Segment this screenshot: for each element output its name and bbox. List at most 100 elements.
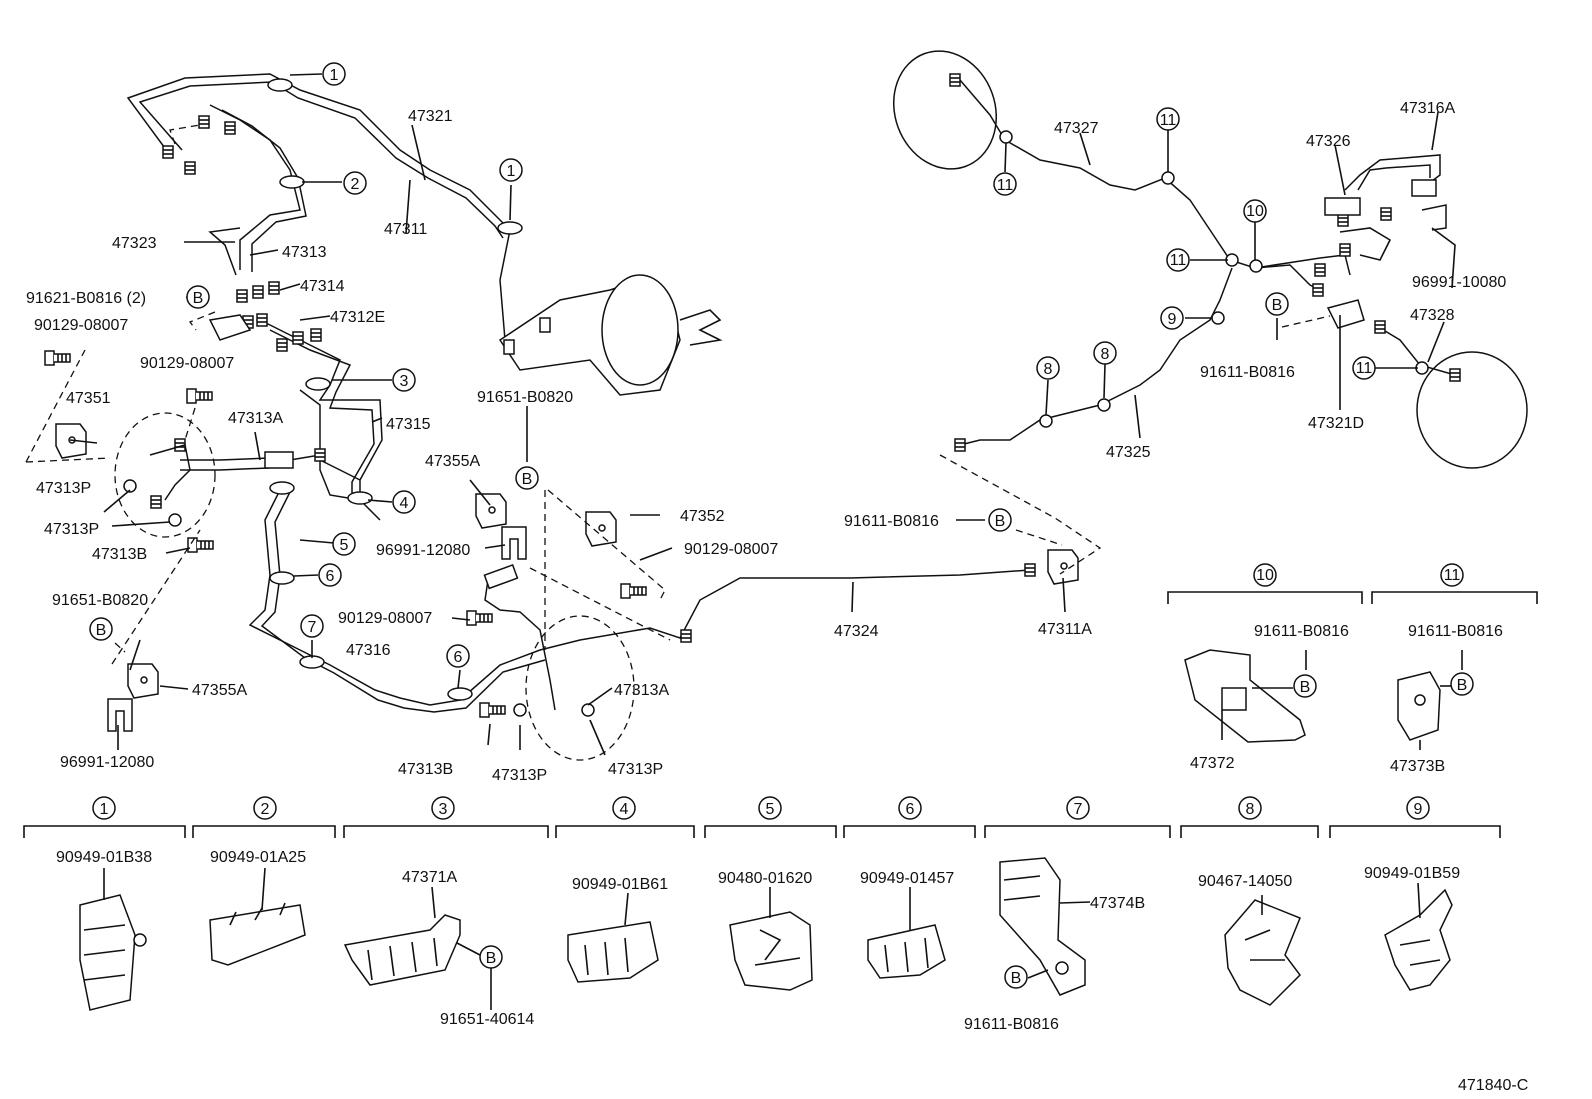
svg-text:B: B	[193, 290, 204, 307]
detail-callout-2: 2	[253, 796, 277, 820]
callout-6a: 6	[318, 563, 342, 587]
label-90949-01b61: 90949-01B61	[572, 876, 668, 893]
label-47312e: 47312E	[330, 309, 385, 326]
svg-text:4: 4	[400, 495, 409, 512]
svg-text:7: 7	[308, 619, 317, 636]
callout-3: 3	[392, 368, 416, 392]
svg-text:B: B	[1300, 679, 1311, 696]
detail-row	[23, 591, 1538, 1011]
label-90949-01a25: 90949-01A25	[210, 849, 306, 866]
label-90949-01b59: 90949-01B59	[1364, 865, 1460, 882]
label-91621-b0816: 91621-B0816 (2)	[26, 290, 146, 307]
callouts: 1 1 2 3 4 5 6 6 7 B B B B B B B B B 11 1…	[89, 62, 1474, 989]
callout-5: 5	[332, 532, 356, 556]
rear-tubes	[892, 50, 1528, 469]
front-leaders	[69, 73, 1066, 756]
callout-4: 4	[392, 490, 416, 514]
brake-booster	[498, 274, 723, 396]
svg-text:11: 11	[1444, 567, 1461, 584]
svg-text:11: 11	[1356, 360, 1373, 377]
callout-b-4: B	[988, 508, 1012, 532]
svg-text:6: 6	[326, 568, 335, 585]
label-47351: 47351	[66, 390, 111, 407]
svg-text:B: B	[995, 513, 1006, 530]
detail-callout-3: 3	[431, 796, 455, 820]
part-labels-rear: 47327 47326 47316A 96991-10080 47328 916…	[1054, 100, 1506, 461]
svg-text:3: 3	[400, 373, 409, 390]
detail-callout-5: 5	[758, 796, 782, 820]
label-47355a-left: 47355A	[192, 682, 247, 699]
label-47324: 47324	[834, 623, 879, 640]
callout-11b: 11	[993, 172, 1017, 196]
diagram-id: 471840-C	[1458, 1077, 1528, 1094]
svg-text:2: 2	[351, 176, 360, 193]
label-47314: 47314	[300, 278, 345, 295]
svg-text:9: 9	[1168, 311, 1177, 328]
svg-text:11: 11	[1170, 252, 1187, 269]
label-47313a-top: 47313A	[228, 410, 283, 427]
svg-text:1: 1	[507, 163, 516, 180]
svg-text:2: 2	[261, 801, 270, 818]
callout-11c: 11	[1166, 248, 1190, 272]
label-91611-b0816-rear: 91611-B0816	[1200, 364, 1295, 381]
detail-callout-4: 4	[612, 796, 636, 820]
svg-text:8: 8	[1101, 346, 1110, 363]
label-47327: 47327	[1054, 120, 1099, 137]
svg-text:5: 5	[766, 801, 775, 818]
callout-10-detail: 10	[1253, 563, 1277, 587]
svg-text:B: B	[1457, 677, 1468, 694]
svg-text:B: B	[1272, 297, 1283, 314]
label-90129-08007-d: 90129-08007	[338, 610, 432, 627]
svg-text:9: 9	[1414, 801, 1423, 818]
label-47373b: 47373B	[1390, 758, 1445, 775]
label-47321: 47321	[408, 108, 453, 125]
callout-b-7: B	[1450, 672, 1474, 696]
label-47313b-2: 47313B	[398, 761, 453, 778]
callout-8b: 8	[1093, 341, 1117, 365]
detail-callout-9: 9	[1406, 796, 1430, 820]
svg-text:8: 8	[1246, 801, 1255, 818]
label-47371a: 47371A	[402, 869, 457, 886]
label-47352: 47352	[680, 508, 725, 525]
label-47313a-bottom: 47313A	[614, 682, 669, 699]
label-47372: 47372	[1190, 755, 1235, 772]
callout-11-detail: 11	[1440, 563, 1464, 587]
label-47311: 47311	[384, 221, 427, 238]
detail-callout-6: 6	[898, 796, 922, 820]
label-91651-b0820-left: 91651-B0820	[52, 592, 148, 609]
svg-text:11: 11	[997, 177, 1014, 194]
label-47328: 47328	[1410, 307, 1455, 324]
svg-text:10: 10	[1246, 203, 1264, 220]
svg-text:5: 5	[340, 537, 349, 554]
detail-callout-7: 7	[1066, 796, 1090, 820]
callout-7: 7	[300, 614, 324, 638]
label-47325: 47325	[1106, 444, 1151, 461]
svg-text:B: B	[1011, 970, 1022, 987]
label-47323: 47323	[112, 235, 157, 252]
label-90949-01457: 90949-01457	[860, 870, 954, 887]
label-47313p-1: 47313P	[36, 480, 91, 497]
svg-text:6: 6	[454, 649, 463, 666]
svg-text:6: 6	[906, 801, 915, 818]
callout-2: 2	[343, 171, 367, 195]
svg-text:B: B	[486, 950, 497, 967]
callout-1b: 1	[499, 158, 523, 182]
svg-text:4: 4	[620, 801, 629, 818]
callout-11a: 11	[1156, 107, 1180, 131]
svg-text:10: 10	[1256, 567, 1274, 584]
callout-10: 10	[1243, 199, 1267, 223]
label-47313p-3: 47313P	[492, 767, 547, 784]
label-90467-14050: 90467-14050	[1198, 873, 1292, 890]
callout-b-1: B	[186, 285, 210, 309]
label-90129-08007-c: 90129-08007	[684, 541, 778, 558]
label-47321d: 47321D	[1308, 415, 1364, 432]
label-47315: 47315	[386, 416, 431, 433]
label-96991-12080-mid: 96991-12080	[376, 542, 470, 559]
label-96991-12080-left: 96991-12080	[60, 754, 154, 771]
label-96991-10080: 96991-10080	[1412, 274, 1506, 291]
callout-b-6: B	[1293, 674, 1317, 698]
label-91611-b0816-11: 91611-B0816	[1408, 623, 1503, 640]
detail-callout-8: 8	[1238, 796, 1262, 820]
label-47313: 47313	[282, 244, 327, 261]
